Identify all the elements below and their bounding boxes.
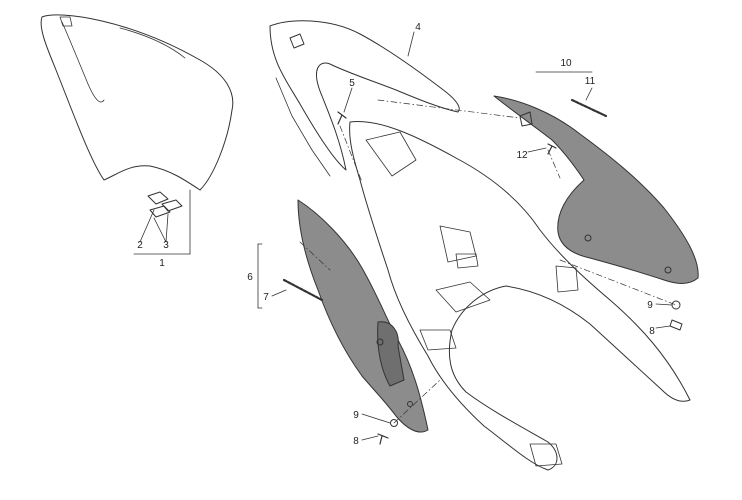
callout-labels: 1 2 3 4 5 6 7 8 8 9 9 10 11 12 <box>137 22 655 447</box>
grab-rail <box>269 20 460 177</box>
fasteners <box>337 111 683 445</box>
callout-10: 10 <box>560 58 572 69</box>
seat-cover <box>40 14 234 191</box>
left-side-panel <box>297 199 429 433</box>
right-side-panel <box>493 95 699 284</box>
callout-8-left: 8 <box>353 436 359 447</box>
callout-12: 12 <box>516 150 528 161</box>
callout-8-right: 8 <box>649 326 655 337</box>
callout-9-right: 9 <box>647 300 653 311</box>
seat-pads <box>147 191 183 218</box>
callout-7: 7 <box>263 292 269 303</box>
rear-subframe <box>349 120 691 471</box>
callout-1: 1 <box>159 258 165 269</box>
decal-left <box>282 278 324 302</box>
assembly-lines <box>299 99 677 424</box>
callout-3: 3 <box>163 240 169 251</box>
callout-11: 11 <box>585 76 596 87</box>
callout-5: 5 <box>349 78 355 89</box>
callout-9-left: 9 <box>353 410 359 421</box>
callout-6: 6 <box>247 272 253 283</box>
leader-lines <box>133 31 673 441</box>
callout-2: 2 <box>137 240 143 251</box>
callout-4: 4 <box>415 22 421 33</box>
decal-right <box>570 98 608 118</box>
